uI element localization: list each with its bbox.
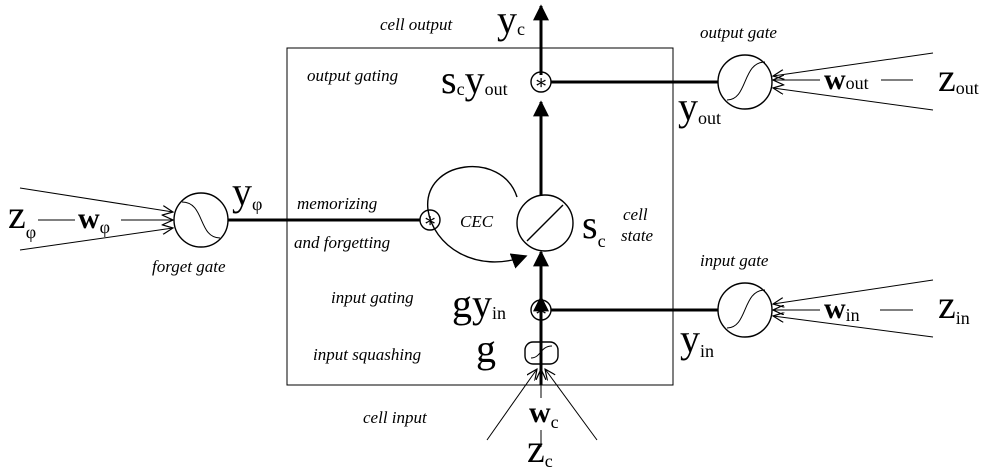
cec-label: CEC — [460, 212, 494, 231]
symbol-w-out: wout — [824, 63, 869, 96]
input-gating-multiply-node: ∗ — [530, 299, 552, 322]
cell-output-label: cell output — [380, 15, 454, 34]
cell-input-lines — [486, 369, 598, 447]
and-forgetting-label: and forgetting — [294, 233, 390, 252]
symbol-s-c-y-out: scyout — [441, 57, 508, 102]
cell-state-node — [516, 194, 574, 252]
symbol-y-out: yout — [678, 84, 721, 129]
output-gate-label: output gate — [700, 23, 777, 42]
symbol-s-c: sc — [582, 202, 606, 251]
symbol-z-phi: zφ — [8, 192, 36, 242]
symbol-y-c: yc — [497, 0, 525, 42]
cell-label: cell — [623, 205, 648, 224]
output-gate-inputs — [773, 52, 934, 111]
input-squashing-node — [524, 341, 559, 365]
input-squashing-label: input squashing — [313, 345, 421, 364]
symbol-w-c: wc — [529, 396, 559, 432]
symbol-z-c: zc — [527, 426, 553, 471]
symbol-y-phi: yφ — [232, 169, 262, 214]
symbol-z-in: zin — [938, 282, 970, 328]
symbol-w-phi: wφ — [78, 202, 110, 237]
output-gate-node — [717, 54, 773, 110]
output-gating-multiply-node: ∗ — [530, 71, 552, 94]
input-gate-node — [717, 282, 773, 338]
svg-text:∗: ∗ — [534, 72, 548, 94]
symbol-g-y-in: gyin — [452, 281, 506, 326]
svg-text:∗: ∗ — [534, 300, 548, 322]
forget-multiply-node: ∗ — [419, 209, 441, 232]
memorizing-label: memorizing — [297, 194, 377, 213]
output-gating-label: output gating — [307, 66, 398, 85]
cell-input-label: cell input — [363, 408, 428, 427]
memory-cell-box — [286, 47, 674, 386]
input-gate-inputs — [773, 279, 934, 338]
input-gating-label: input gating — [331, 288, 414, 307]
svg-text:∗: ∗ — [423, 210, 437, 232]
input-gate-label: input gate — [700, 251, 769, 270]
forget-gate-label: forget gate — [152, 257, 226, 276]
forget-gate-node — [173, 192, 229, 248]
symbol-z-out: zout — [938, 55, 979, 100]
symbol-g: g — [476, 326, 496, 371]
state-label: state — [621, 226, 654, 245]
symbol-w-in: win — [824, 292, 860, 325]
symbol-y-in: yin — [680, 316, 714, 361]
forget-gate-inputs — [19, 187, 173, 251]
